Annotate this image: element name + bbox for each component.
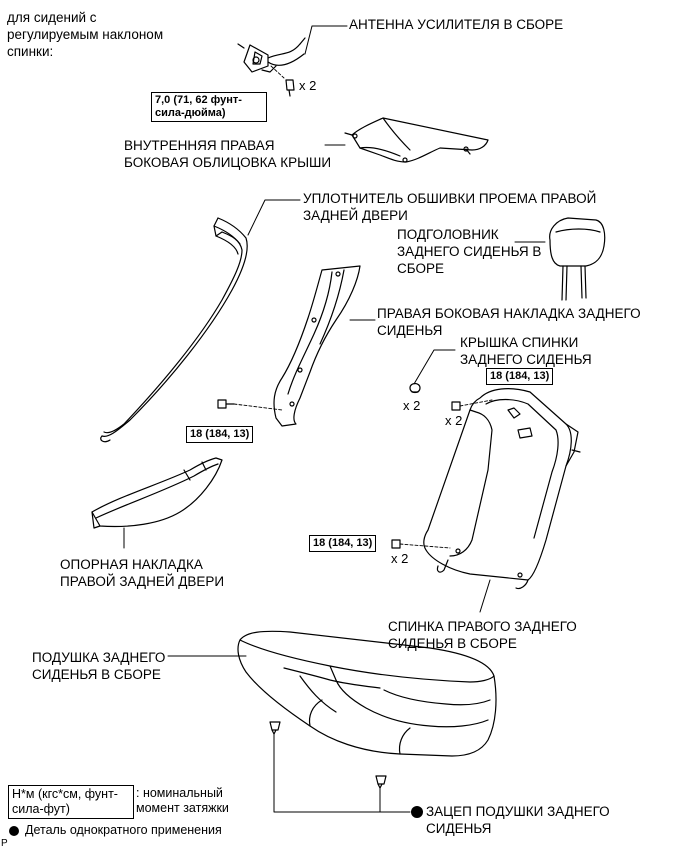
side-cover-bolt [217, 399, 283, 411]
label-antenna: АНТЕННА УСИЛИТЕЛЯ В СБОРЕ [349, 17, 564, 32]
legend-single-use-text: Деталь однократного применения [25, 823, 222, 837]
single-use-marker [411, 806, 423, 818]
door-scuff-plate [91, 457, 223, 549]
torque-box-side-cover: 18 (184, 13) [186, 426, 254, 443]
qty-antenna-bolt: x 2 [299, 78, 317, 93]
rear-seat-side-cover [273, 265, 376, 427]
label-seatback-cover: КРЫШКА СПИНКИ ЗАДНЕГО СИДЕНЬЯ [460, 335, 592, 367]
torque-box-antenna: 7,0 (71, 62 фунт- сила-дюйма) [151, 92, 267, 122]
label-scuff-plate: ОПОРНАЯ НАКЛАДКА ПРАВОЙ ЗАДНЕЙ ДВЕРИ [60, 557, 225, 589]
label-roof-trim: ВНУТРЕННЯЯ ПРАВАЯ БОКОВАЯ ОБЛИЦОВКА КРЫШ… [124, 138, 332, 170]
seatback-top-bolt [451, 399, 493, 411]
rear-seat-cushion [237, 630, 497, 757]
torque-box-seatback-bottom: 18 (184, 13) [309, 535, 377, 552]
legend-torque-description: : номинальный момент затяжки [136, 786, 229, 815]
door-opening-seal [100, 199, 301, 443]
label-seatback: СПИНКА ПРАВОГО ЗАДНЕГО СИДЕНЬЯ В СБОРЕ [388, 619, 577, 651]
headrest [514, 217, 606, 301]
torque-box-seatback-top: 18 (184, 13) [486, 368, 554, 385]
legend-torque-box: Н*м (кгс*см, фунт- сила-фут) [8, 785, 134, 819]
qty-cover-clip: x 2 [403, 398, 421, 413]
qty-seatback-bottom-bolt: x 2 [391, 551, 409, 566]
label-side-cover: ПРАВАЯ БОКОВАЯ НАКЛАДКА ЗАДНЕГО СИДЕНЬЯ [377, 306, 641, 338]
antenna-assembly [237, 25, 348, 73]
label-cushion: ПОДУШКА ЗАДНЕГО СИДЕНЬЯ В СБОРЕ [32, 650, 166, 682]
cushion-hook-left [269, 721, 411, 813]
cushion-hook-right [375, 775, 387, 813]
corner-mark: P [1, 838, 8, 849]
qty-seatback-top-bolt: x 2 [445, 413, 463, 428]
seatback-bottom-bolt [391, 539, 451, 549]
rear-seatback-assembly [423, 388, 581, 590]
seatback-cover-clip [409, 349, 456, 394]
label-cushion-hook: ЗАЦЕП ПОДУШКИ ЗАДНЕГО СИДЕНЬЯ [426, 804, 610, 836]
antenna-bolt [270, 65, 295, 97]
header-note: для сидений с регулируемым наклоном спин… [7, 10, 164, 59]
label-headrest: ПОДГОЛОВНИК ЗАДНЕГО СИДЕНЬЯ В СБОРЕ [397, 227, 542, 276]
legend-single-use-marker [9, 826, 19, 836]
label-door-seal: УПЛОТНИТЕЛЬ ОБШИВКИ ПРОЕМА ПРАВОЙ ЗАДНЕЙ… [303, 191, 597, 223]
roof-side-trim [324, 117, 489, 163]
